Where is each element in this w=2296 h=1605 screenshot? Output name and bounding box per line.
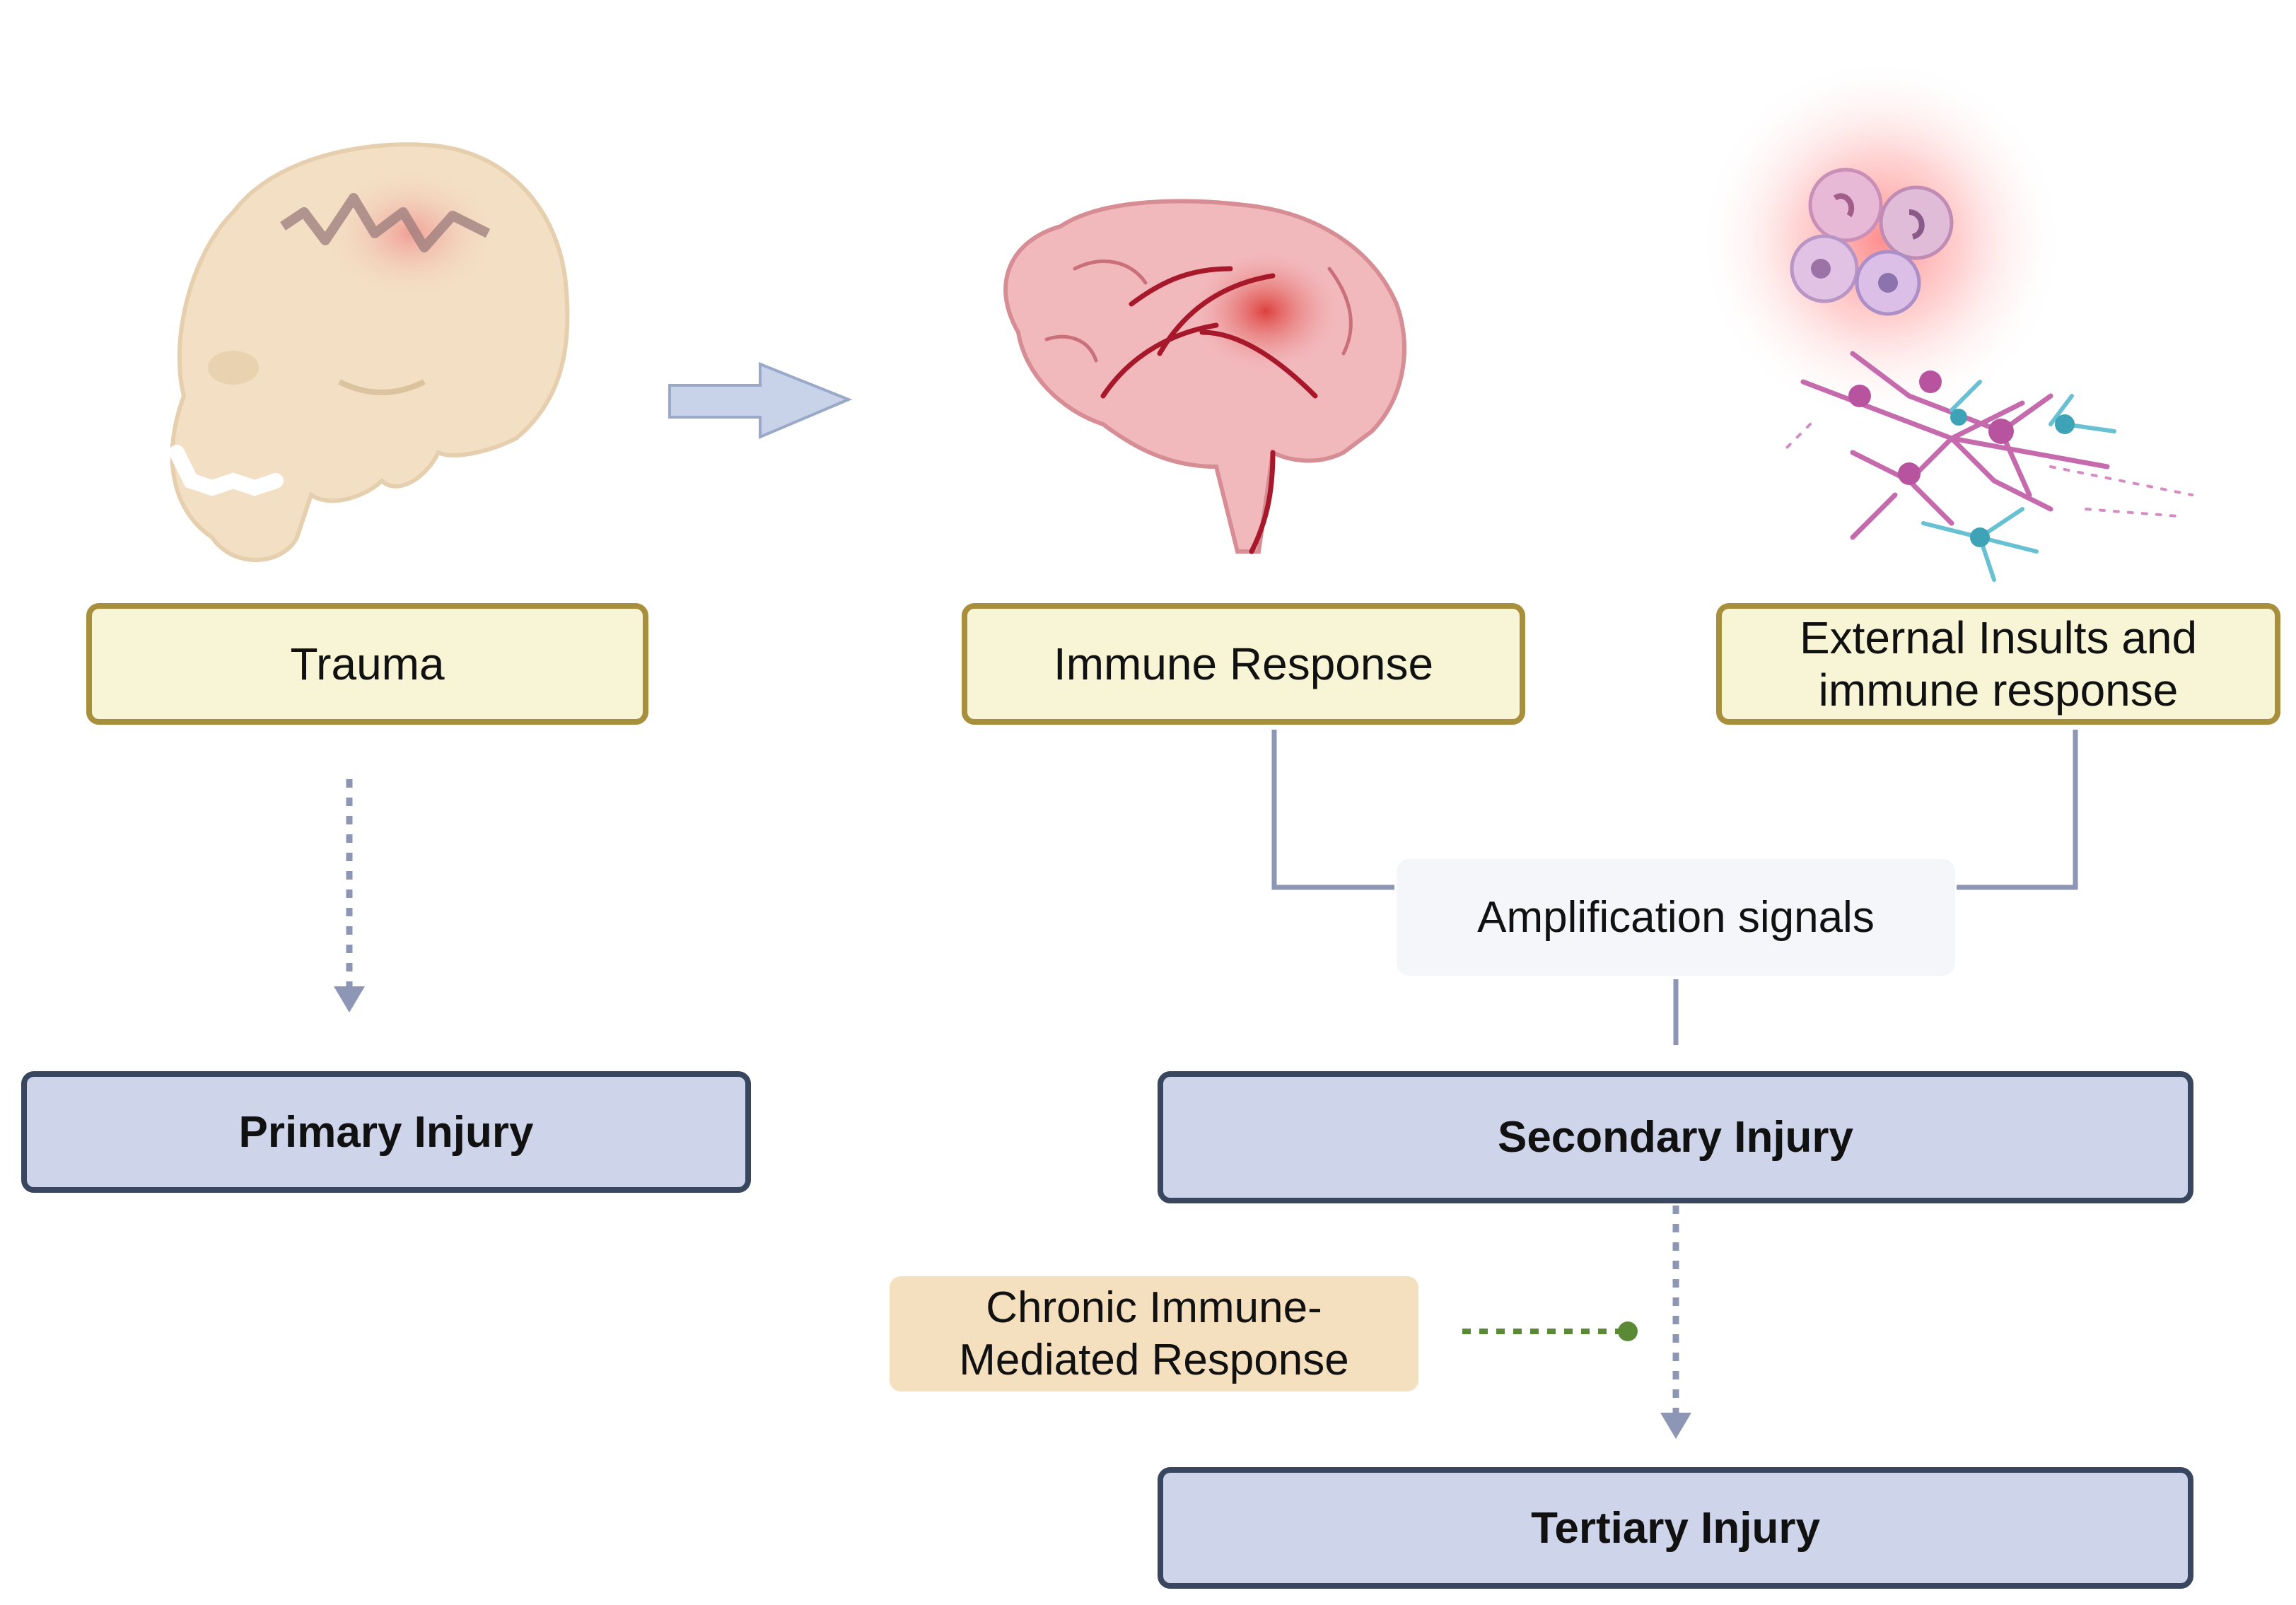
- immune-to-amplification-line: [1271, 730, 1394, 890]
- secondary-injury-label: Secondary Injury: [1497, 1113, 1854, 1162]
- skull-icon: [169, 142, 570, 562]
- immune-response-label: Immune Response: [1053, 638, 1434, 689]
- external-insults-box: External Insults and immune response: [1716, 603, 2280, 725]
- trauma-to-primary-arrowhead: [334, 986, 365, 1012]
- immune-response-box: Immune Response: [962, 603, 1525, 725]
- primary-injury-box: Primary Injury: [21, 1071, 751, 1193]
- tertiary-injury-box: Tertiary Injury: [1158, 1467, 2193, 1589]
- amplification-signals-label: Amplification signals: [1477, 893, 1875, 942]
- secondary-injury-box: Secondary Injury: [1158, 1071, 2193, 1203]
- connectors: [334, 730, 2078, 1439]
- secondary-to-tertiary-arrowhead: [1660, 1413, 1691, 1439]
- chronic-connector-dot: [1618, 1321, 1638, 1341]
- trauma-box: Trauma: [86, 603, 648, 725]
- brain-icon: [1003, 199, 1406, 554]
- tertiary-injury-label: Tertiary Injury: [1531, 1503, 1820, 1553]
- chronic-response-box: Chronic Immune- Mediated Response: [890, 1276, 1418, 1391]
- external-to-amplification-line: [1957, 730, 2078, 890]
- immune-cells-icon: [1697, 57, 2065, 424]
- block-arrow-icon: [668, 362, 853, 440]
- trauma-label: Trauma: [290, 638, 445, 689]
- neurons-icon: [1781, 351, 2193, 582]
- external-insults-label: External Insults and immune response: [1799, 612, 2198, 716]
- chronic-response-label: Chronic Immune- Mediated Response: [959, 1283, 1349, 1384]
- primary-injury-label: Primary Injury: [238, 1107, 534, 1157]
- amplification-signals-box: Amplification signals: [1397, 859, 1955, 976]
